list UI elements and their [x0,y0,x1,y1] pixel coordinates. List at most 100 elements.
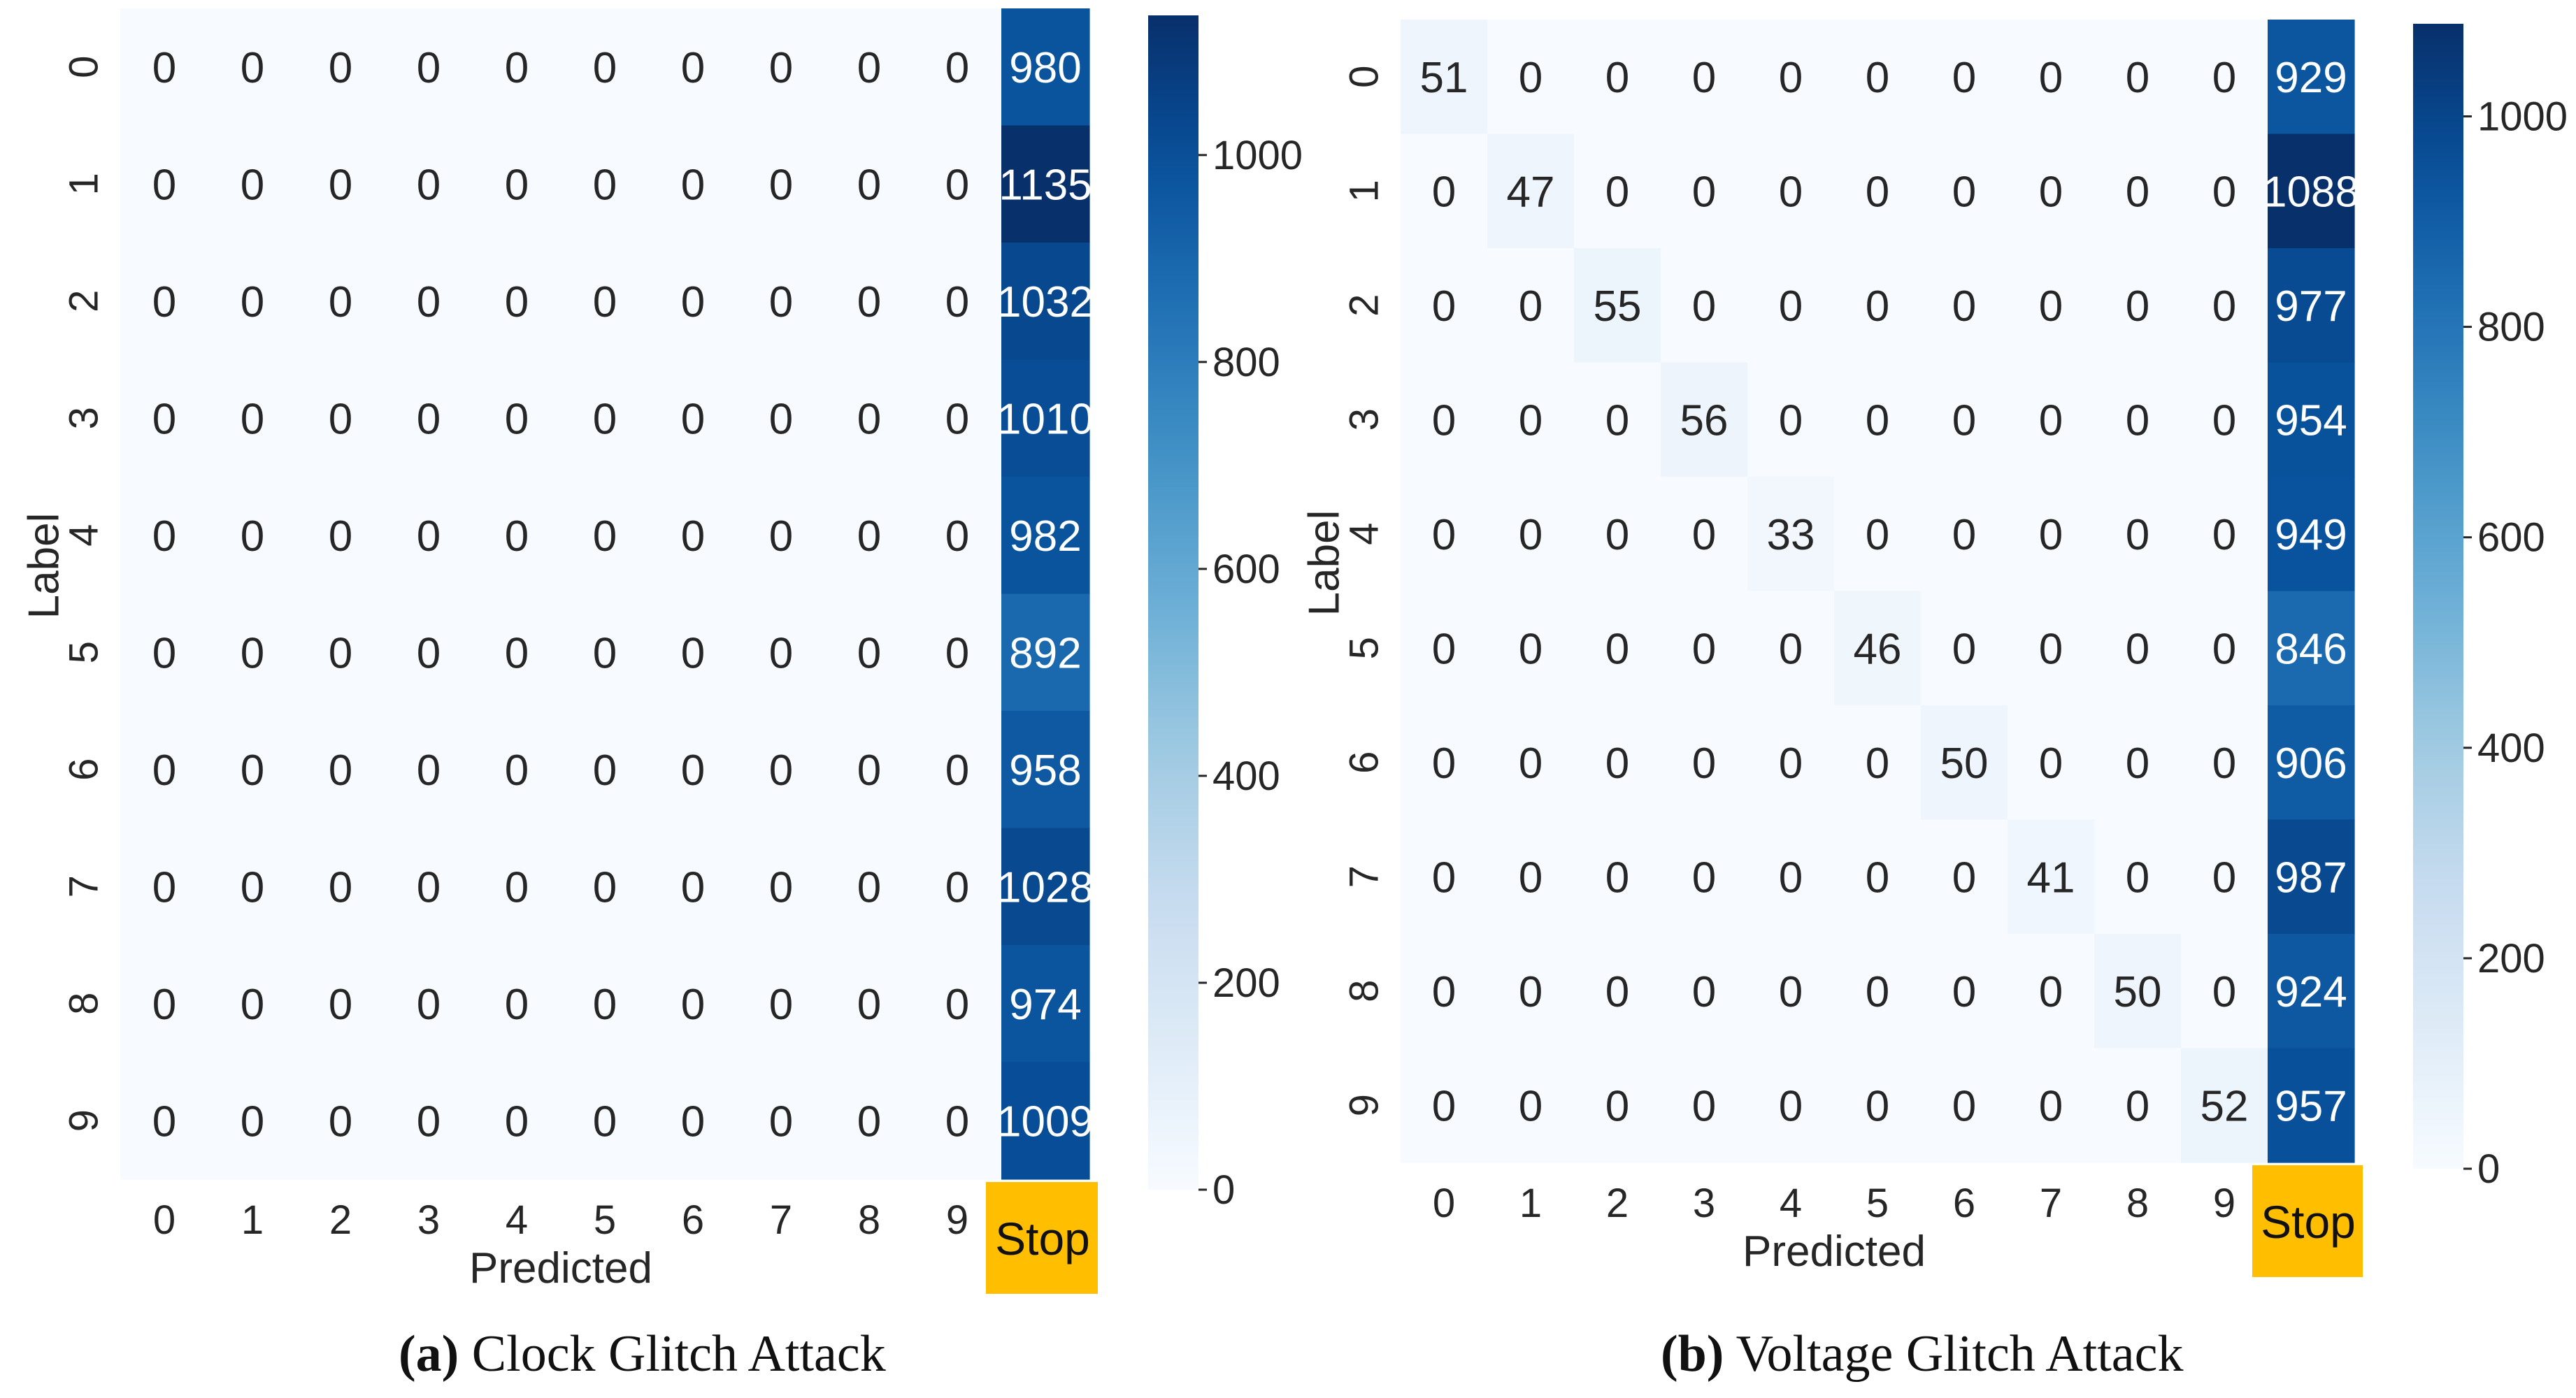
heatmap-cell [2008,134,2095,249]
cell-value-label: 0 [1519,968,1543,1016]
cell-value-label: 0 [2126,853,2149,902]
heatmap-cell [2268,134,2355,249]
colorbar-tick-label: 800 [2477,305,2545,350]
caption-a-text: Clock Glitch Attack [471,1325,886,1383]
heatmap-cell [1401,705,1488,821]
colorbar-tick-label: 400 [1212,754,1280,799]
heatmap-cell [296,828,385,946]
heatmap-cell [1747,248,1835,363]
heatmap-cell [1401,20,1488,135]
cell-value-label: 0 [1779,282,1803,331]
cell-value-label: 0 [1779,853,1803,902]
cell-value-label: 958 [1009,747,1081,795]
caption-a: (a) Clock Glitch Attack [399,1325,886,1384]
cell-value-label: 0 [593,1097,617,1146]
cell-value-label: 0 [2039,511,2063,559]
cell-value-label: 51 [1420,54,1468,102]
heatmap-cell [2181,705,2268,821]
cell-value-label: 0 [329,863,352,911]
cell-value-label: 0 [1952,54,1976,102]
x-tick-label: 6 [1953,1181,1975,1226]
cell-value-label: 0 [505,629,529,677]
cell-value-label: 0 [2126,511,2149,559]
heatmap-cell [1001,477,1090,595]
heatmap-cell [1747,1048,1835,1163]
cell-value-label: 0 [1779,396,1803,445]
cell-value-label: 0 [2212,853,2236,902]
cell-value-label: 0 [1692,1082,1716,1130]
cell-value-label: 0 [681,629,705,677]
heatmap-cell [385,1062,473,1180]
heatmap-cell [2008,362,2095,477]
heatmap-cell [1401,248,1488,363]
heatmap-cell [649,8,738,127]
heatmap-cell [1661,819,1748,935]
heatmap-cell [473,945,561,1063]
cell-value-label: 0 [241,161,264,209]
y-tick-label: 0 [1341,66,1387,88]
cell-value-label: 0 [1692,54,1716,102]
cell-value-label: 924 [2275,968,2347,1016]
heatmap-cell [1001,359,1090,477]
cell-value-label: 0 [2126,168,2149,216]
stop-highlight-box [986,1182,1098,1294]
heatmap-cell [1487,1048,1575,1163]
heatmap-cell [649,945,738,1063]
heatmap-cell [2008,705,2095,821]
heatmap-cell [1921,20,2008,135]
heatmap-cell [1001,1062,1090,1180]
heatmap-cell [1001,593,1090,712]
colorbar-tick-label: 800 [1212,340,1280,385]
heatmap-cell [473,1062,561,1180]
cell-value-label: 0 [241,44,264,92]
heatmap-cell [2268,705,2355,821]
heatmap-cell [385,711,473,829]
heatmap-cell [1921,819,2008,935]
cell-value-label: 0 [505,1097,529,1146]
cell-value-label: 0 [1866,968,1889,1016]
heatmap-cell [2268,1048,2355,1163]
heatmap-cell [1661,20,1748,135]
x-tick-label: 7 [2040,1181,2062,1226]
cell-value-label: 0 [152,981,176,1029]
cell-value-label: 0 [1519,54,1543,102]
heatmap-cell [208,243,297,361]
heatmap-cell [2094,20,2182,135]
cell-value-label: 0 [945,395,969,443]
heatmap-cell [1401,134,1488,249]
cell-value-label: 0 [329,161,352,209]
heatmap-cell [296,1062,385,1180]
heatmap-cell [825,8,914,127]
heatmap-cell [120,125,209,243]
heatmap-cell [120,1062,209,1180]
cell-value-label: 0 [505,278,529,326]
cell-value-label: 0 [1866,511,1889,559]
caption-b-text: Voltage Glitch Attack [1736,1325,2184,1383]
y-tick-label: 6 [61,758,106,781]
heatmap-cell [825,125,914,243]
heatmap-cell [120,945,209,1063]
cell-value-label: 46 [1854,625,1902,673]
cell-value-label: 0 [1519,282,1543,331]
heatmap-cell [1834,362,1922,477]
heatmap-cell [2181,248,2268,363]
heatmap-cell [1661,362,1748,477]
heatmap-cell [1921,362,2008,477]
cell-value-label: 1009 [997,1097,1094,1146]
cell-value-label: 50 [2114,968,2162,1016]
cell-value-label: 0 [857,747,881,795]
cell-value-label: 0 [1692,511,1716,559]
heatmap-cell [1487,705,1575,821]
cell-value-label: 0 [945,981,969,1029]
heatmap-cell [825,1062,914,1180]
cell-value-label: 974 [1009,981,1081,1029]
heatmap-cell [561,125,650,243]
cell-value-label: 0 [1605,968,1629,1016]
cell-value-label: 0 [769,747,793,795]
cell-value-label: 0 [505,161,529,209]
cell-value-label: 0 [417,395,441,443]
